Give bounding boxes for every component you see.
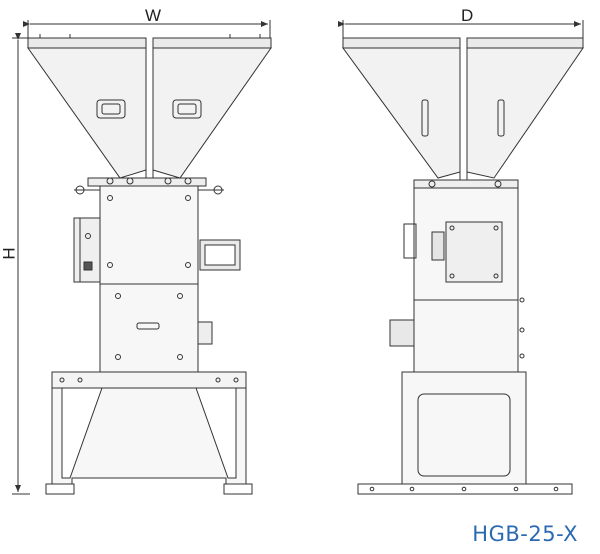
mount-flange (87, 177, 207, 187)
side-hopper-lid-right (466, 37, 584, 49)
mixer-body (99, 283, 199, 373)
height-label: H (0, 247, 19, 260)
side-view (338, 20, 584, 495)
depth-dimension-line (338, 20, 584, 38)
side-hopper-left (342, 47, 461, 179)
hopper-window-right (172, 99, 202, 119)
stand-top (51, 371, 247, 389)
hopper-window-left (96, 99, 126, 119)
weighing-body (99, 185, 199, 285)
front-view (12, 20, 272, 495)
side-base-plate (357, 483, 573, 495)
depth-label: D (461, 6, 474, 25)
side-bracket (403, 223, 417, 259)
side-hopper-lid-left (342, 37, 461, 49)
side-motor-unit (389, 319, 415, 347)
height-dimension-line (12, 33, 30, 495)
side-window-left-a (421, 99, 429, 137)
pneumatic-valve (431, 231, 445, 261)
width-dimension-line (23, 20, 271, 38)
side-stand-opening (417, 393, 511, 477)
side-flange (413, 179, 519, 189)
side-window-left-b (497, 99, 505, 137)
hopper-lid-right (152, 37, 272, 49)
inspection-handle (136, 322, 160, 330)
stand-foot-right (223, 483, 253, 495)
hopper-right (152, 47, 272, 179)
side-stand (401, 371, 527, 485)
width-label: W (145, 6, 162, 25)
model-code: HGB-25-X (472, 522, 578, 546)
stand-frame (51, 387, 247, 485)
stand-foot-left (45, 483, 75, 495)
hopper-lid-left (27, 37, 147, 49)
side-panel (445, 221, 503, 283)
side-motor (197, 321, 213, 345)
side-hopper-right (466, 47, 584, 179)
hopper-left (27, 47, 147, 179)
electrical-cabinet (73, 217, 101, 283)
